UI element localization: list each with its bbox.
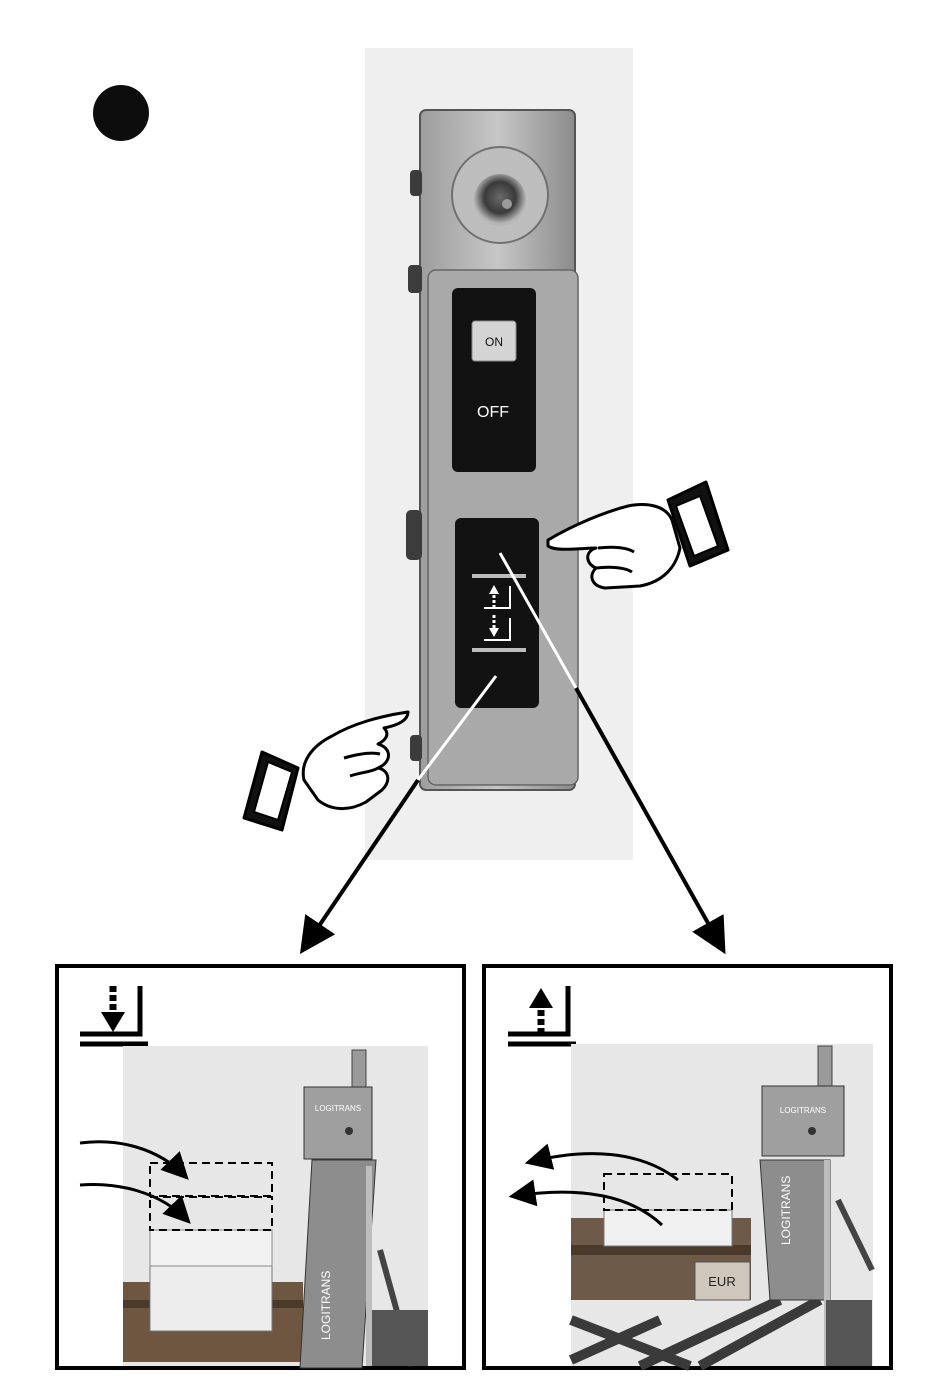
lift-brand: LOGITRANS [315, 1104, 361, 1113]
step-marker-dot [93, 85, 149, 141]
warning-lamp-icon [452, 147, 548, 243]
box [150, 1230, 272, 1266]
lift-head [304, 1087, 372, 1159]
lift-head [762, 1086, 844, 1156]
lift-rocker-switch[interactable] [455, 518, 539, 708]
power-rocker-switch[interactable]: ON OFF [452, 288, 536, 472]
lift-brand: LOGITRANS [780, 1106, 826, 1115]
box [150, 1265, 272, 1331]
switch-on-label: ON [485, 335, 503, 349]
lower-panel: LOGITRANS LOGITRANS [57, 966, 464, 1368]
switch-off-label: OFF [477, 404, 509, 421]
raise-panel: EUR LOGITRANS LOGITRANS [484, 966, 891, 1368]
control-box: ON OFF [406, 110, 578, 790]
lift-mast-text: LOGITRANS [779, 1176, 793, 1245]
pallet-mark: EUR [708, 1274, 735, 1289]
lift-mast-text: LOGITRANS [319, 1271, 333, 1340]
box [604, 1210, 732, 1246]
